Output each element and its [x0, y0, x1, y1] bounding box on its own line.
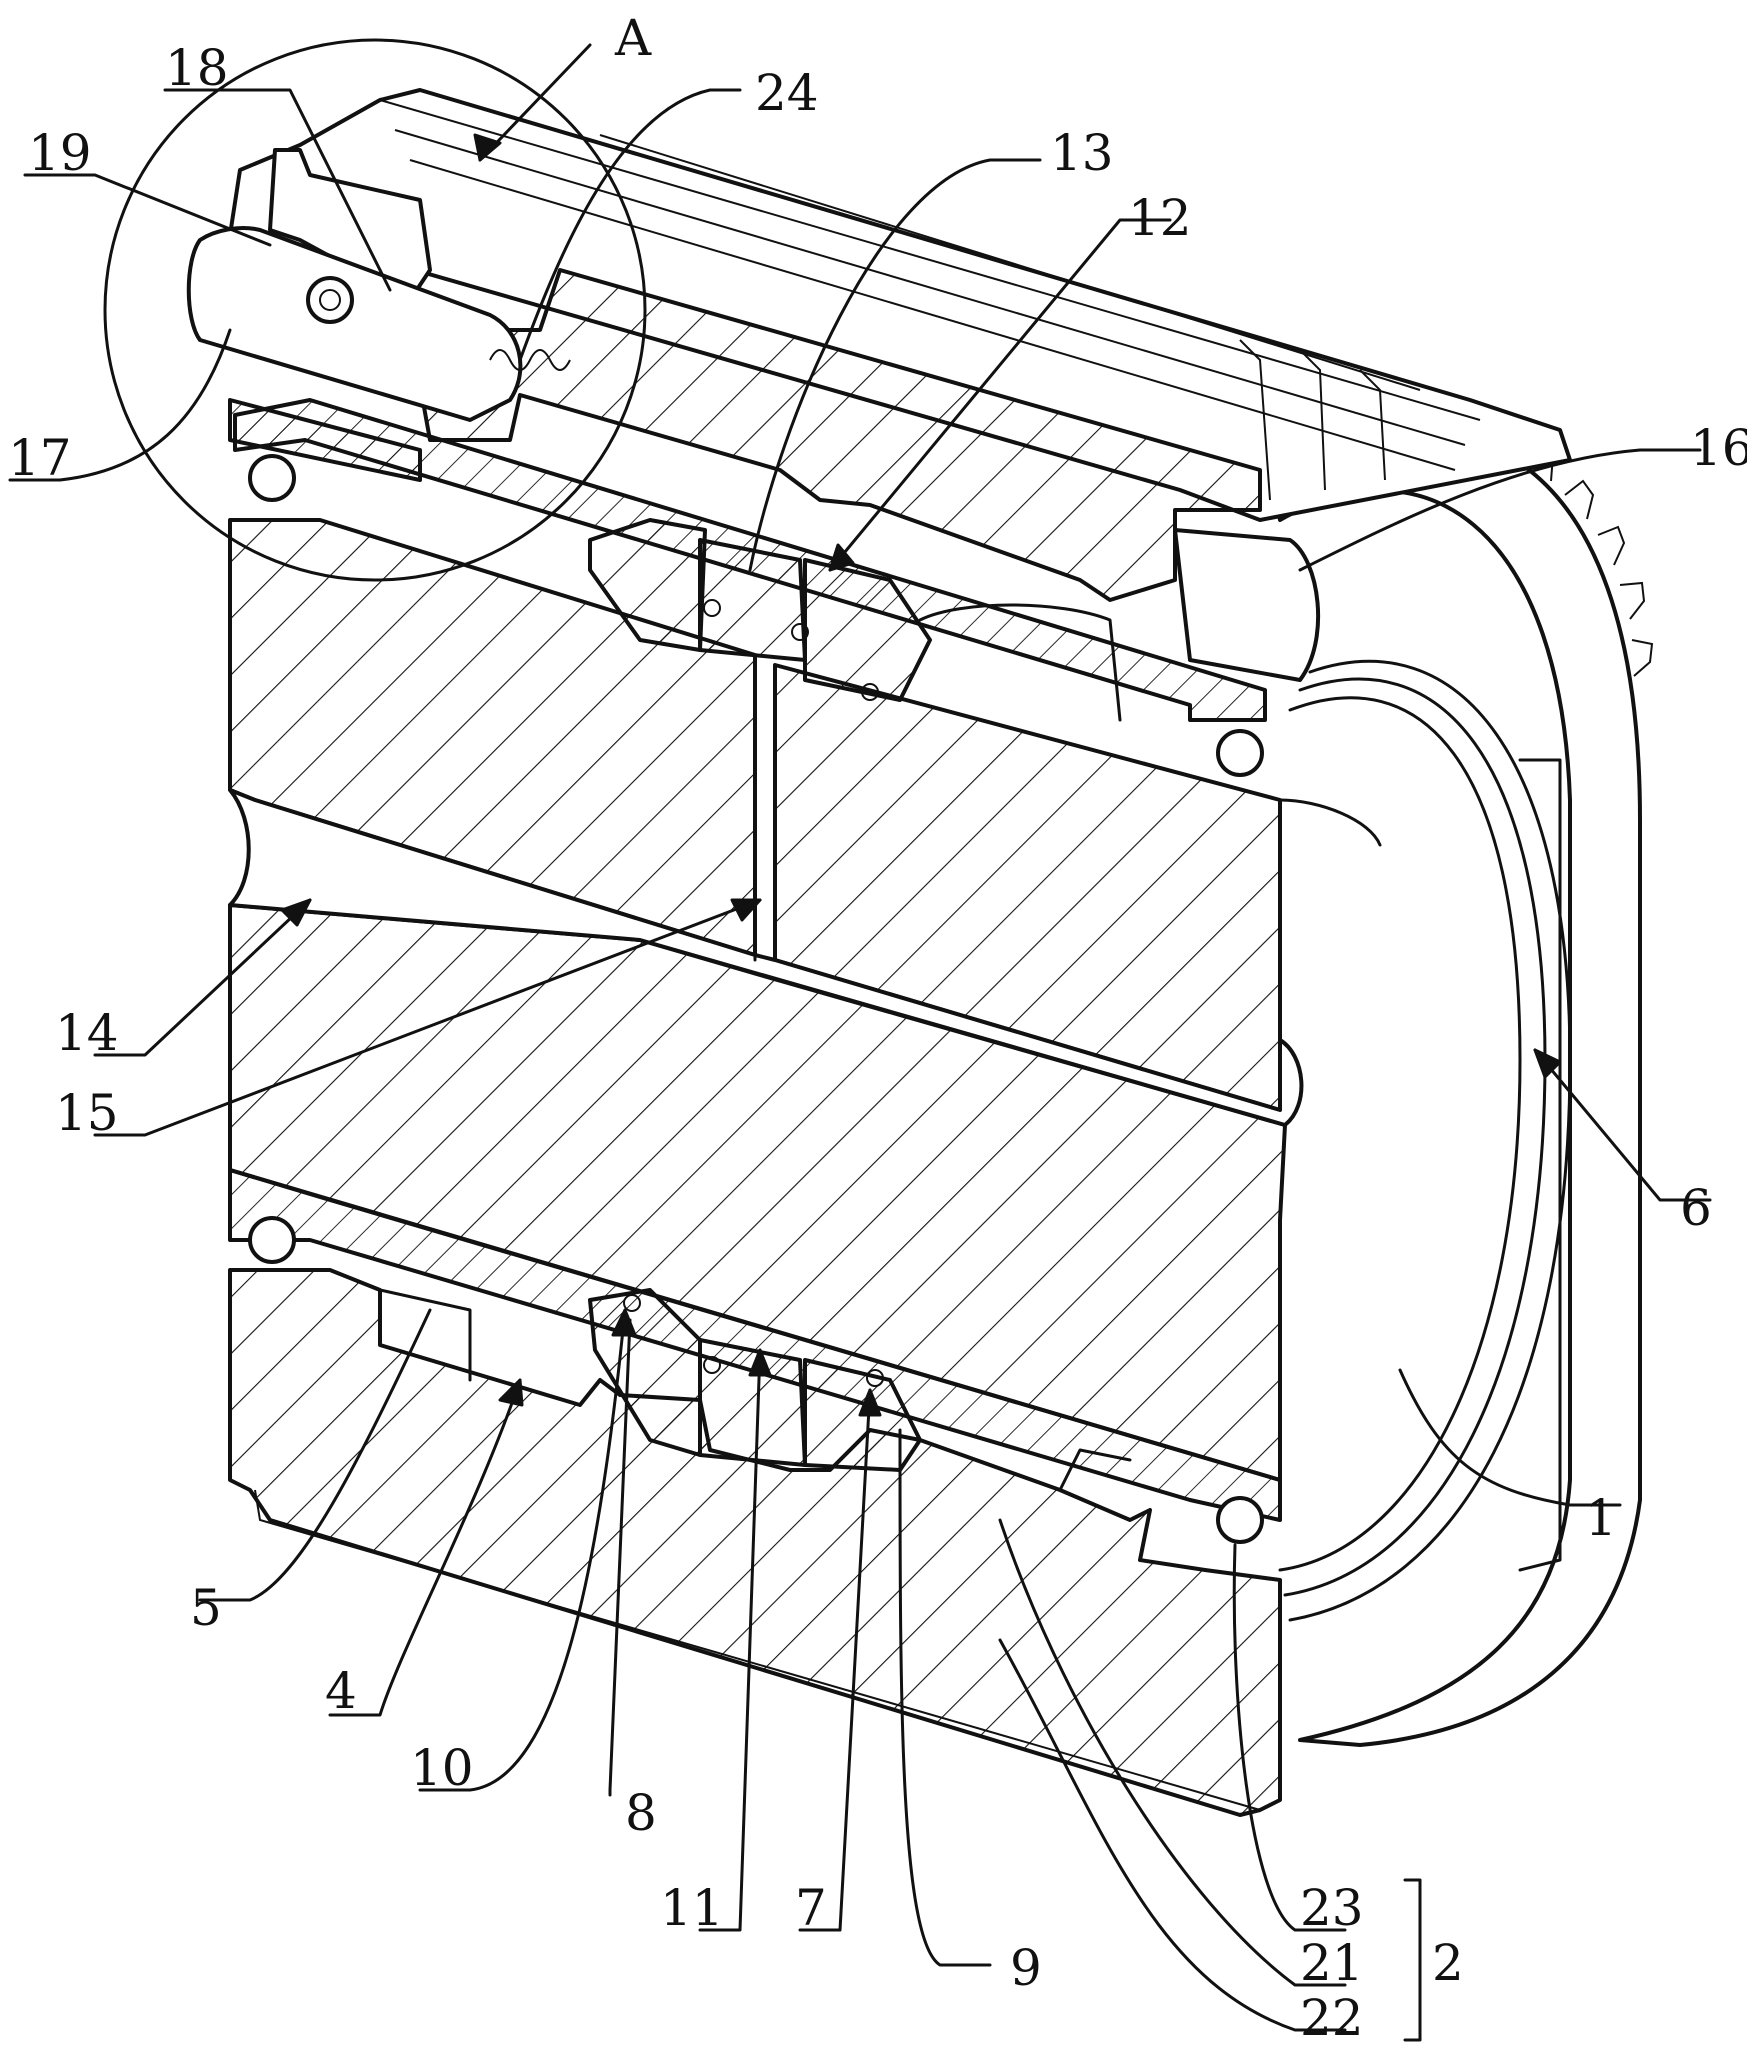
slot-16 [1173, 528, 1321, 682]
end-plate [1518, 758, 1562, 1572]
label-15: 15 [55, 1084, 119, 1142]
leader-A [478, 43, 592, 162]
lower-slot-details [378, 1288, 1132, 1492]
label-21: 21 [1300, 1934, 1364, 1992]
leader-lines [8, 43, 1712, 2042]
label-4: 4 [325, 1662, 357, 1720]
leader-17 [8, 328, 232, 482]
label-7: 7 [795, 1879, 827, 1937]
leader-22 [998, 1638, 1347, 2032]
leader-9 [898, 1428, 992, 1967]
label-19: 19 [28, 124, 92, 182]
valve-assembly [186, 148, 571, 482]
leader-11 [698, 1348, 762, 1932]
detail-circle-a [103, 38, 647, 582]
valve-screw [306, 276, 354, 324]
label-5: 5 [190, 1579, 222, 1637]
leader-5 [198, 1308, 432, 1602]
leader-6 [1533, 1048, 1712, 1202]
right-face-rim-2 [1283, 677, 1547, 1597]
leader-8 [608, 1318, 632, 1797]
label-10: 10 [410, 1739, 474, 1797]
label-9: 9 [1010, 1939, 1042, 1997]
upper-housing-block [408, 268, 1262, 602]
leader-16 [1298, 448, 1702, 572]
bracket-2 [1403, 1878, 1422, 2042]
leader-4 [328, 1378, 522, 1717]
label-14: 14 [55, 1004, 119, 1062]
valve-spring [489, 349, 571, 371]
leader-23 [1232, 1543, 1347, 1932]
label-18: 18 [165, 39, 229, 97]
label-2: 2 [1432, 1934, 1464, 1992]
label-12: 12 [1128, 189, 1192, 247]
right-face-rim-1 [1278, 696, 1522, 1572]
leader-14 [93, 898, 312, 1057]
label-A: A [614, 9, 652, 67]
ring-upper-right [803, 558, 932, 702]
gear-ring [1268, 429, 1642, 1747]
valve-cap [268, 148, 432, 302]
label-13: 13 [1050, 124, 1114, 182]
leader-21 [998, 1518, 1347, 1987]
lower-housing-block [228, 1268, 1282, 1817]
leader-19 [23, 173, 272, 247]
label-23: 23 [1300, 1879, 1364, 1937]
label-16: 16 [1690, 419, 1747, 477]
right-face-rim-3 [1288, 660, 1572, 1622]
piston-lower [698, 1338, 807, 1467]
leader-13 [748, 158, 1042, 572]
central-bore [228, 788, 1304, 1127]
ring-upper-left [588, 518, 707, 652]
leader-10 [418, 1308, 627, 1792]
bore-right-curve [1278, 798, 1382, 847]
leader-18 [163, 88, 392, 292]
label-1: 1 [1585, 1489, 1617, 1547]
label-6: 6 [1680, 1179, 1712, 1237]
o-ring-bottom-right [1216, 1496, 1264, 1544]
label-17: 17 [8, 429, 72, 487]
leader-1 [1398, 1368, 1622, 1507]
label-11: 11 [660, 1879, 724, 1937]
leader-12 [828, 218, 1172, 572]
label-8: 8 [625, 1784, 657, 1842]
o-ring-top-left [248, 454, 296, 502]
valve-plunger [228, 398, 422, 482]
reference-labels: A 18 24 13 19 12 17 16 14 15 6 1 5 4 10 … [8, 9, 1747, 2047]
lower-housing-section [228, 1168, 1282, 1817]
label-24: 24 [755, 64, 819, 122]
o-ring-bottom-left [248, 1216, 296, 1264]
leader-15 [93, 898, 762, 1137]
shaft-section [228, 518, 1382, 1482]
leader-7 [798, 1388, 872, 1932]
upper-slot-details [918, 528, 1321, 722]
leader-24 [518, 88, 742, 362]
valve-body [186, 226, 523, 422]
label-22: 22 [1300, 1989, 1364, 2047]
o-ring-top-right [1216, 729, 1264, 777]
